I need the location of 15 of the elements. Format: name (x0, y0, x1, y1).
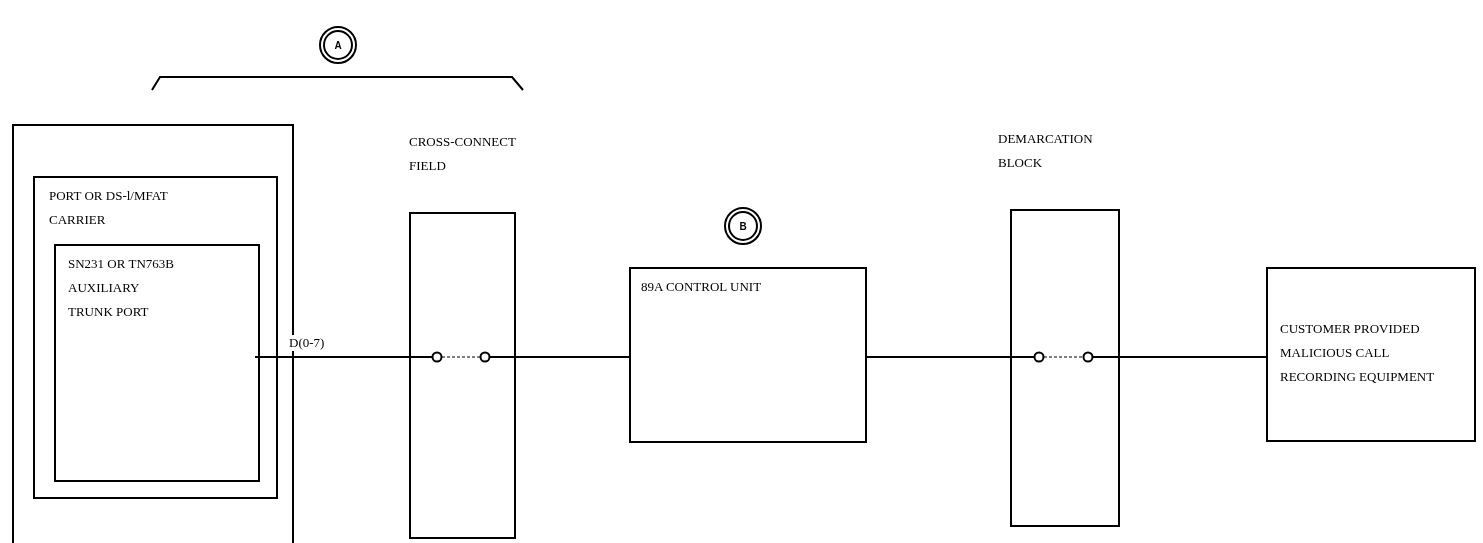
node-label: SN231 OR TN763B AUXILIARY TRUNK PORT (68, 255, 175, 321)
node-label: 89A CONTROL UNIT (641, 278, 763, 296)
carrier-box (33, 176, 278, 499)
equipment-box (1266, 267, 1476, 442)
node-label: PORT OR DS-l/MFAT CARRIER (49, 187, 169, 229)
node-label: CUSTOMER PROVIDED MALICIOUS CALL RECORDING EQUIPMENT (1280, 320, 1436, 386)
connector-line (1118, 356, 1268, 358)
connector-line (865, 356, 1012, 358)
edge-label: D(0-7) (287, 335, 327, 351)
connector-line (254, 356, 411, 358)
node-label: CROSS-CONNECT FIELD (409, 133, 517, 175)
control-unit-box (629, 267, 867, 443)
node-label: DEMARCATION BLOCK (998, 130, 1094, 172)
trunk-port-box (54, 244, 260, 482)
connector-line (514, 356, 631, 358)
